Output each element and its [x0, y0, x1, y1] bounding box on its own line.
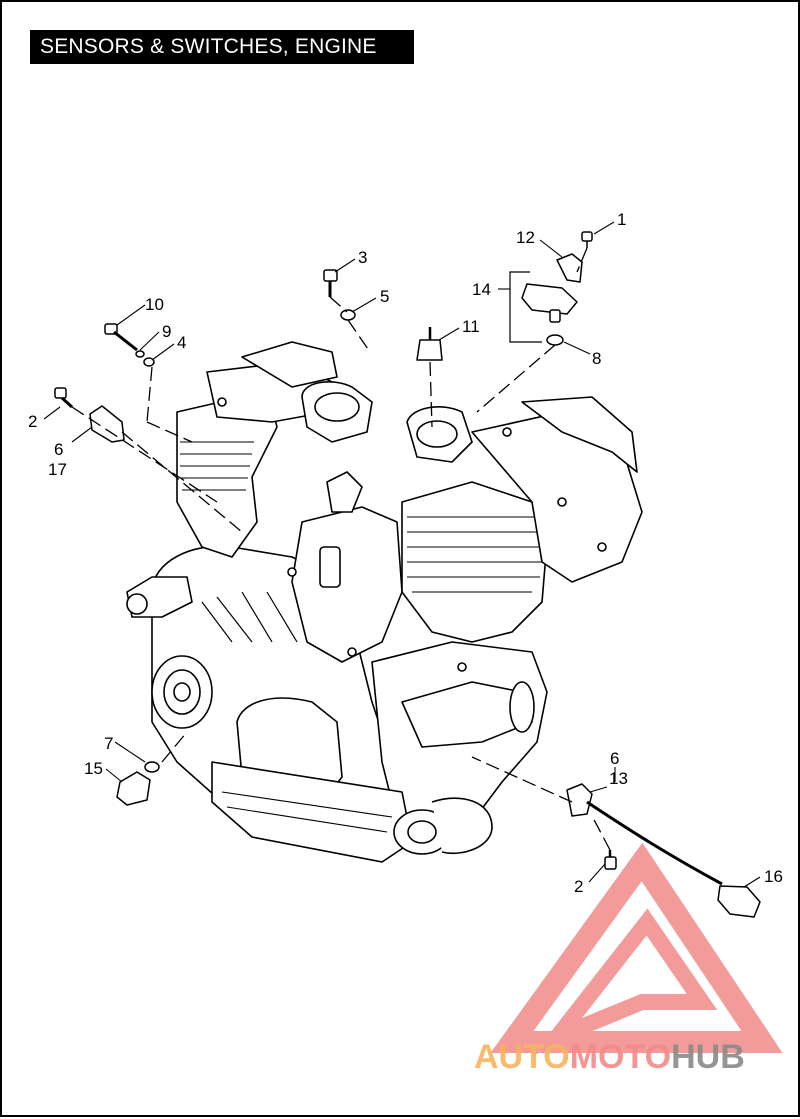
part-3-screw: [323, 269, 338, 297]
callout-12: 12: [516, 228, 535, 247]
callout-8: 8: [592, 349, 601, 368]
part-10-bolt: [104, 323, 138, 352]
callout-14: 14: [472, 280, 491, 299]
watermark-text: AUTOMOTOHUB: [474, 1038, 745, 1076]
watermark-part-moto: MOTO: [570, 1038, 671, 1076]
parts: [54, 231, 761, 918]
callout-17: 17: [48, 460, 67, 479]
assembly-lines: [71, 247, 611, 851]
callout-9: 9: [162, 322, 171, 341]
callout-7: 7: [104, 734, 113, 753]
leader-lines: [43, 221, 761, 888]
callout-6-lower: 6: [610, 749, 619, 768]
part-12-bracket: [556, 253, 583, 283]
part-15-switch: [116, 771, 151, 806]
page-title: SENSORS & SWITCHES, ENGINE: [30, 30, 414, 64]
callout-6-upper: 6: [54, 440, 63, 459]
callout-2-lower: 2: [574, 877, 583, 896]
part-13-sensor: [566, 783, 723, 886]
callout-2-upper: 2: [28, 412, 37, 431]
watermark-part-auto: AUTO: [474, 1038, 570, 1076]
callout-15: 15: [84, 759, 103, 778]
watermark-part-hub: HUB: [671, 1038, 745, 1076]
callout-labels: 1 12 3 14 5 10 11 9 4 8 2 6 17 6 7 13 15…: [28, 210, 783, 896]
part-4-clip: [143, 357, 155, 367]
callout-3: 3: [358, 248, 367, 267]
part-7-o-ring: [144, 761, 160, 773]
part-1-screw: [581, 231, 593, 248]
watermark-logo: [490, 842, 783, 1056]
callout-11: 11: [462, 317, 480, 336]
part-6-sensor-upper: [89, 405, 125, 443]
callout-16: 16: [764, 867, 783, 886]
part-2-screw-lower: [604, 850, 617, 870]
callout-4: 4: [177, 333, 186, 352]
callout-10: 10: [145, 295, 164, 314]
part-16-connector: [717, 885, 761, 918]
engine-assembly: [126, 341, 643, 863]
callout-13: 13: [609, 769, 628, 788]
part-8-o-ring: [546, 334, 564, 346]
part-11-switch: [416, 327, 443, 361]
part-9-washer: [135, 350, 145, 358]
callout-5: 5: [380, 287, 389, 306]
callout-1: 1: [617, 210, 626, 229]
bracket-14: [509, 271, 542, 343]
part-2-screw-upper: [54, 387, 74, 409]
part-14-sensor: [521, 283, 578, 323]
svg-text:AUTOMOTOHUB: AUTOMOTOHUB: [474, 1038, 745, 1076]
